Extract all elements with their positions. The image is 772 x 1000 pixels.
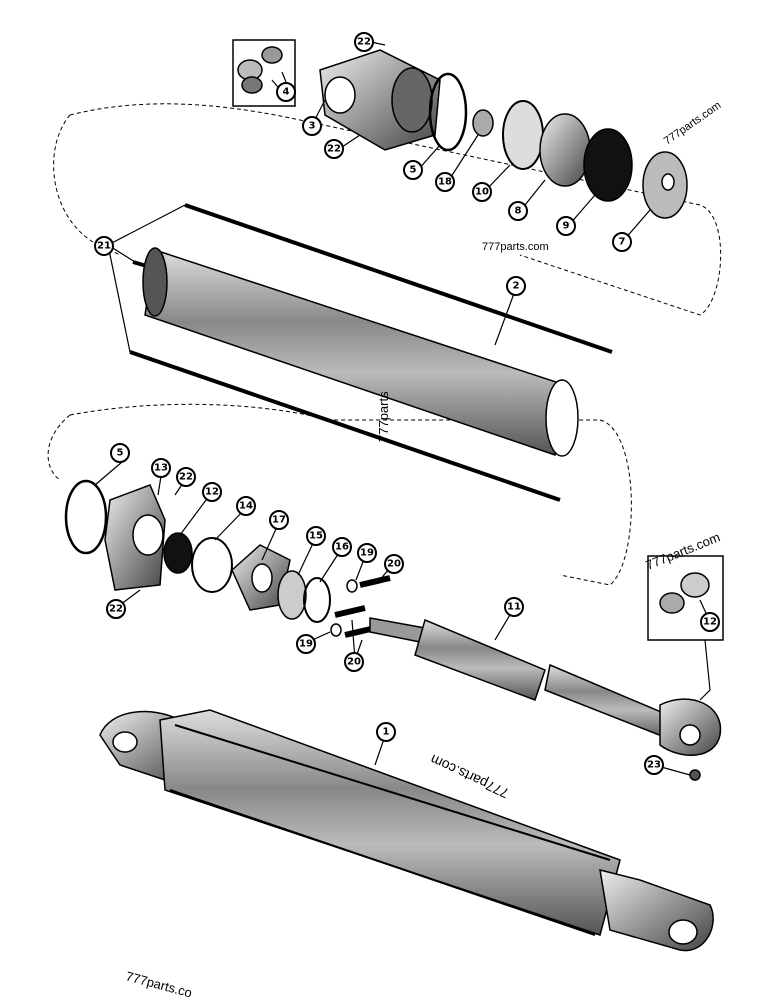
callout-22-bottom[interactable]: 22 (106, 599, 126, 619)
callout-2[interactable]: 2 (506, 276, 526, 296)
callout-4[interactable]: 4 (276, 82, 296, 102)
callout-label: 19 (299, 639, 313, 650)
piston-rod-10 (369, 617, 722, 756)
callout-21[interactable]: 21 (94, 236, 114, 256)
callout-label: 16 (335, 542, 349, 553)
callout-label: 22 (179, 472, 193, 483)
o-ring-bottom (64, 479, 108, 555)
washer-16 (303, 577, 331, 623)
callout-17[interactable]: 17 (269, 510, 289, 530)
backup-ring-9 (502, 100, 544, 170)
callout-11[interactable]: 12 (700, 612, 720, 632)
callout-label: 13 (154, 463, 168, 474)
callout-label: 14 (239, 501, 253, 512)
piston-seal-8 (583, 128, 633, 202)
callout-12[interactable]: 12 (202, 482, 222, 502)
callout-label: 19 (360, 548, 374, 559)
tie-rod-upper (184, 203, 613, 354)
bolt-upper (346, 575, 391, 593)
callout-label: 10 (475, 187, 489, 198)
bushing-pair-inset-icon (237, 46, 283, 94)
callout-23[interactable]: 23 (644, 755, 664, 775)
callout-18[interactable]: 18 (435, 172, 455, 192)
callout-label: 12 (205, 487, 219, 498)
piston-7 (539, 113, 591, 187)
callout-label: 2 (513, 281, 520, 292)
callouts: 4 22 3 22 5 18 10 8 9 7 21 2 5 13 22 12 … (94, 32, 720, 775)
cylinder-barrel-2 (142, 247, 579, 457)
callout-label: 9 (563, 221, 570, 232)
upper-group-outline (53, 103, 722, 316)
callout-22-mid[interactable]: 22 (324, 139, 344, 159)
callout-label: 11 (507, 602, 521, 613)
gasket-14 (191, 537, 233, 593)
callout-label: 22 (109, 604, 123, 615)
o-ring-top (428, 72, 468, 152)
callout-label: 7 (619, 237, 626, 248)
callout-16[interactable]: 16 (332, 537, 352, 557)
grease-fitting-23 (689, 769, 701, 781)
wiper-15 (277, 570, 307, 620)
callout-22-lower[interactable]: 22 (176, 467, 196, 487)
rod-bushing-inset-icon (659, 572, 710, 614)
callout-9[interactable]: 10 (472, 182, 492, 202)
watermark-top-right: 777parts.com (662, 99, 723, 147)
callout-1[interactable]: 1 (376, 722, 396, 742)
callout-15[interactable]: 15 (306, 526, 326, 546)
callout-label: 12 (703, 617, 717, 628)
callout-label: 5 (410, 165, 417, 176)
callout-label: 20 (347, 657, 361, 668)
callout-3[interactable]: 3 (302, 116, 322, 136)
bushing-18 (472, 109, 494, 137)
inset-pointer (699, 639, 711, 701)
callout-5-bottom[interactable]: 5 (110, 443, 130, 463)
callout-label: 18 (438, 177, 452, 188)
callout-label: 3 (309, 121, 316, 132)
head-end-cap-13 (104, 484, 166, 591)
callout-20-lower[interactable]: 20 (344, 652, 364, 672)
watermark-cylinder-vertical: 777parts (376, 391, 391, 442)
piston-nut-6 (642, 151, 688, 219)
callout-label: 1 (383, 727, 390, 738)
callout-label: 22 (327, 144, 341, 155)
callout-label: 20 (387, 559, 401, 570)
callout-20-upper[interactable]: 20 (384, 554, 404, 574)
callout-19-upper[interactable]: 19 (357, 543, 377, 563)
callout-label: 5 (117, 448, 124, 459)
callout-7[interactable]: 8 (508, 201, 528, 221)
callout-label: 4 (283, 87, 290, 98)
callout-label: 8 (515, 206, 522, 217)
callout-label: 23 (647, 760, 661, 771)
bolt-lower-a (334, 605, 366, 618)
assembled-cylinder-1 (99, 709, 714, 952)
rod-seal-12 (163, 532, 193, 574)
callout-10[interactable]: 11 (504, 597, 524, 617)
callout-22-top[interactable]: 22 (354, 32, 374, 52)
rear-end-cap (319, 49, 441, 151)
watermark-upper-center: 777parts.com (482, 241, 549, 253)
callout-8[interactable]: 9 (556, 216, 576, 236)
callout-6[interactable]: 7 (612, 232, 632, 252)
callout-19-lower[interactable]: 19 (296, 634, 316, 654)
watermark-bottom-left: 777parts.co (124, 968, 194, 1000)
callout-label: 21 (97, 241, 111, 252)
callout-5-top[interactable]: 5 (403, 160, 423, 180)
callout-13[interactable]: 13 (151, 458, 171, 478)
callout-14[interactable]: 14 (236, 496, 256, 516)
callout-label: 22 (357, 37, 371, 48)
tie-rod-lower (129, 350, 561, 502)
callout-label: 17 (272, 515, 286, 526)
callout-label: 15 (309, 531, 323, 542)
